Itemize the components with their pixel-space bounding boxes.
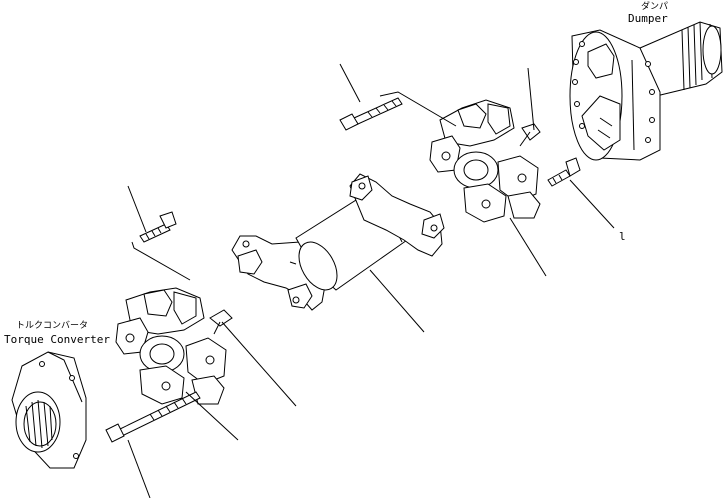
torque-converter-housing (12, 352, 86, 468)
bolt-left-lower (106, 392, 200, 442)
bolt-right-upper (340, 98, 402, 130)
torque-converter-label-jp: トルクコンバータ (16, 321, 89, 331)
damper-housing (570, 22, 722, 160)
coupling-right (430, 100, 540, 222)
bolt-left-upper (140, 212, 176, 242)
torque-converter-label-en: Torque Converter (4, 333, 110, 346)
callout-mark: l (619, 230, 626, 243)
coupling-left (116, 288, 232, 404)
leader-lines (128, 64, 614, 498)
bolt-right-lower (548, 158, 580, 186)
drive-shaft-tube (232, 174, 444, 310)
damper-label-en: Dumper (628, 12, 668, 25)
damper-label-jp: ダンパ (641, 2, 669, 12)
